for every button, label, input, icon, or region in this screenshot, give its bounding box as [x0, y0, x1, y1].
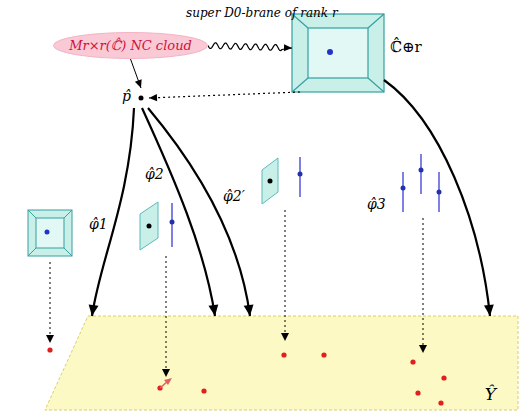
- node-text: Ŷ: [485, 384, 496, 404]
- sheet-figure: [140, 202, 158, 250]
- sheet-point: [147, 224, 152, 229]
- point-node: p̂: [120, 88, 149, 108]
- plane-node: Ŷ: [45, 316, 518, 410]
- connector-line: [384, 80, 490, 316]
- connector: [384, 80, 494, 316]
- connector-line: [131, 59, 142, 88]
- line-figure: [299, 157, 301, 197]
- projection-arrows: [50, 210, 423, 370]
- arrow-head: [149, 94, 157, 101]
- arrow-head: [244, 304, 254, 316]
- tangent-arrow-head: [164, 378, 172, 385]
- map-label: φ̂3: [366, 196, 387, 212]
- projection-heads: [46, 333, 427, 377]
- line-point: [298, 172, 303, 177]
- small-cube: [28, 210, 72, 256]
- map-label: φ̂2′: [222, 188, 246, 204]
- title-wrap: super D0-brane of rank r: [186, 2, 338, 21]
- line-figures: [403, 154, 439, 212]
- connector-line: [208, 43, 292, 51]
- cube-node: ℂ̂⊕r: [288, 12, 426, 94]
- big-cube: [292, 14, 384, 92]
- diagram-title: super D0-brane of rank r: [186, 6, 338, 20]
- image-points: [47, 347, 446, 405]
- arrow-head: [135, 79, 142, 88]
- connector: [89, 108, 134, 316]
- edge-label-wrap: φ̂2: [144, 164, 165, 183]
- edge-label-wrap: φ̂2′: [222, 186, 246, 205]
- edge-label-wrap: φ̂3: [366, 194, 387, 213]
- node-text: Mr×r(ℂ̂) NC cloud: [69, 38, 192, 53]
- connector: [131, 59, 142, 88]
- node-text: ℂ̂⊕r: [390, 38, 426, 56]
- cube-point: [327, 49, 333, 55]
- nc-cloud-ellipse: Mr×r(ℂ̂) NC cloud: [53, 32, 208, 59]
- ellipse-outline: [54, 33, 208, 59]
- connector: [148, 108, 253, 316]
- point-p: [139, 96, 144, 101]
- connector: [149, 92, 300, 101]
- sheet-point: [268, 179, 273, 184]
- sheet-figure: [262, 158, 278, 204]
- connector-line: [148, 108, 250, 316]
- edge-label-wrap: φ̂1: [88, 214, 109, 233]
- connector: [142, 108, 218, 316]
- arrow-head: [89, 304, 99, 316]
- line-points: [401, 168, 442, 195]
- arrow-head: [284, 44, 292, 51]
- target-plane: [45, 316, 518, 410]
- cube-point: [45, 230, 50, 235]
- map-label: φ̂1: [88, 216, 109, 232]
- map-label: φ̂2: [144, 166, 165, 182]
- arrow-head: [484, 305, 494, 316]
- node-text: p̂: [122, 88, 149, 104]
- line-figure: [171, 203, 173, 247]
- connector: [208, 43, 292, 52]
- connector-line: [142, 108, 215, 316]
- line-point: [170, 220, 175, 225]
- arrow-head: [208, 304, 218, 316]
- connector-line: [149, 92, 300, 98]
- connector-line: [92, 108, 134, 316]
